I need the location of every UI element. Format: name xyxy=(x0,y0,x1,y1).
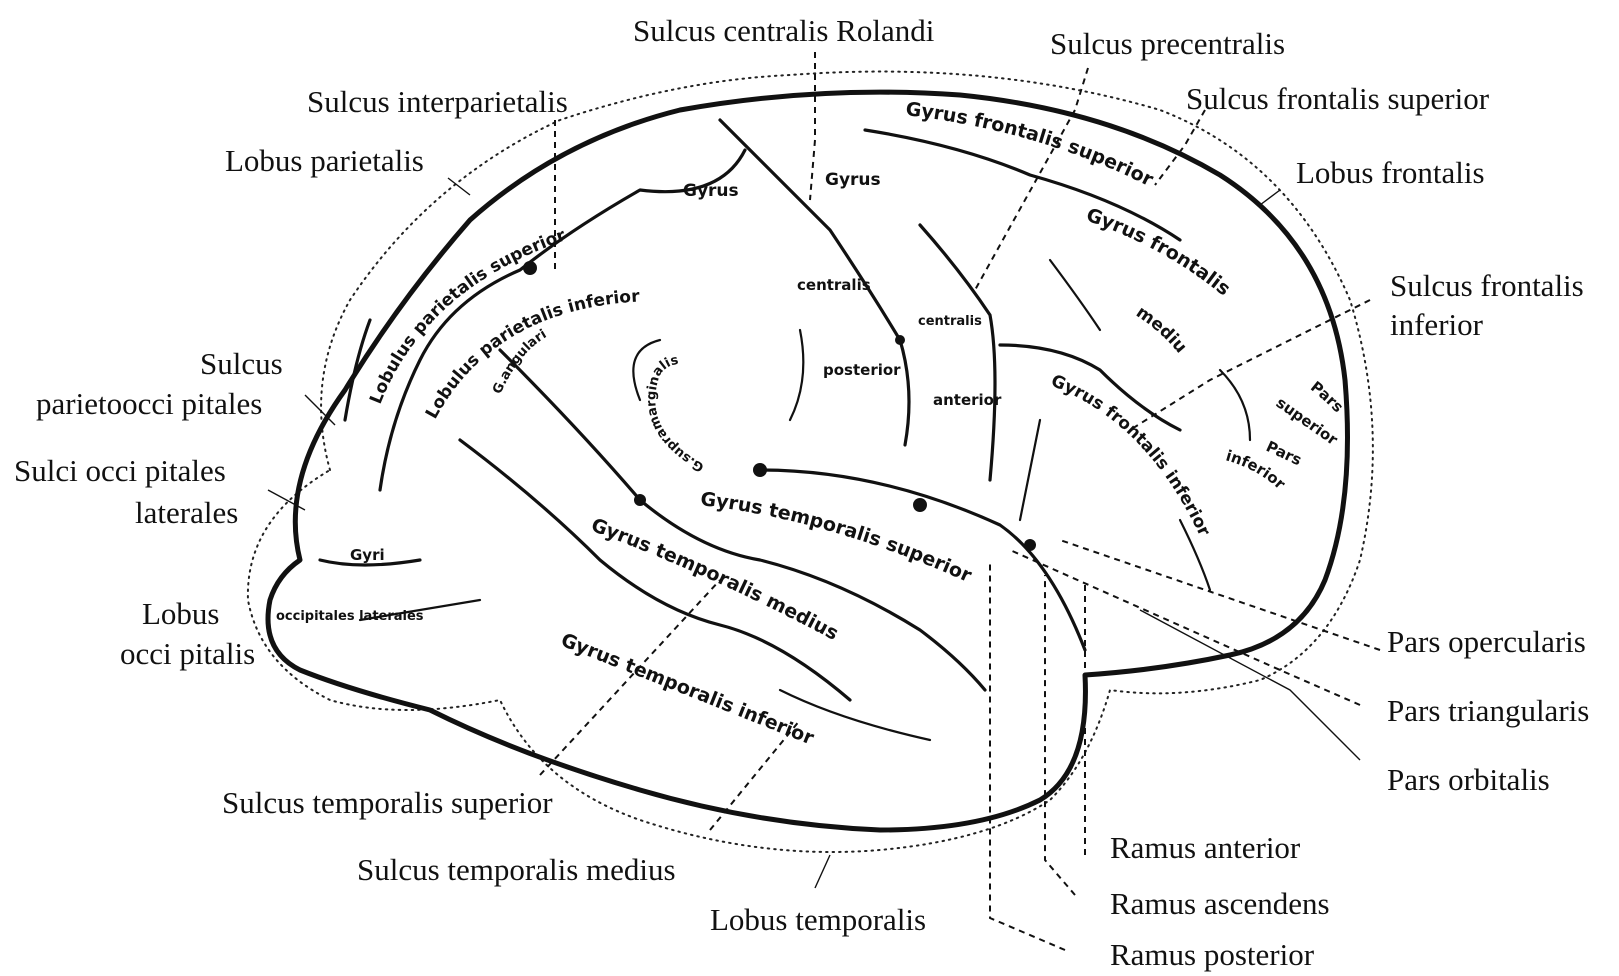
label-lobus-occipitalis-2: occi pitalis xyxy=(120,636,255,671)
gyrus-frontalis-medius-1: Gyrus frontalis xyxy=(1083,204,1234,300)
label-sulcus-centralis-rolandi: Sulcus centralis Rolandi xyxy=(633,13,935,48)
sulcus-frontal-minor-2 xyxy=(1220,370,1250,440)
gyrus-postcentralis-3: posterior xyxy=(823,361,901,379)
leader-ramus-ascendens xyxy=(1045,575,1075,895)
brain-outline xyxy=(268,92,1348,830)
leader-pars-triangularis xyxy=(1010,550,1360,705)
junction xyxy=(1024,539,1036,551)
label-ramus-posterior: Ramus posterior xyxy=(1110,937,1315,972)
pars-superior-1: Pars xyxy=(1307,378,1347,417)
leader-central-sulcus xyxy=(810,52,815,200)
label-pars-opercularis: Pars opercularis xyxy=(1387,624,1586,659)
label-sulcus-frontalis-superior: Sulcus frontalis superior xyxy=(1186,81,1490,116)
gyrus-precentralis-3: anterior xyxy=(933,391,1002,409)
label-sulcus-temporalis-medius: Sulcus temporalis medius xyxy=(357,852,676,887)
gyri-occipitales-2: occipitales laterales xyxy=(276,609,424,624)
leader-ramus-posterior xyxy=(990,560,1065,950)
junction xyxy=(634,494,646,506)
gyri-occipitales-1: Gyri xyxy=(350,546,385,564)
label-sulci-occipitales-1: Sulci occi pitales xyxy=(14,453,226,488)
label-sulcus-interparietalis: Sulcus interparietalis xyxy=(307,84,568,119)
label-sulci-occipitales-2: laterales xyxy=(135,495,238,530)
junction xyxy=(523,261,537,275)
junction xyxy=(913,498,927,512)
label-sulcus-parietooccipitales-2: parietoocci pitales xyxy=(36,386,262,421)
sulcus-precentralis xyxy=(920,225,995,480)
label-lobus-occipitalis-1: Lobus xyxy=(142,596,220,631)
label-lobus-parietalis: Lobus parietalis xyxy=(225,143,424,178)
junction xyxy=(753,463,767,477)
sulcus-postcentral-branch xyxy=(790,330,803,420)
label-pars-triangularis: Pars triangularis xyxy=(1387,693,1589,728)
label-sulcus-parietooccipitales-1: Sulcus xyxy=(200,346,283,381)
label-ramus-anterior: Ramus anterior xyxy=(1110,830,1301,865)
label-sulcus-frontalis-inferior-2: inferior xyxy=(1390,307,1484,342)
label-pars-orbitalis: Pars orbitalis xyxy=(1387,762,1550,797)
label-sulcus-temporalis-superior: Sulcus temporalis superior xyxy=(222,785,553,820)
label-lobus-frontalis: Lobus frontalis xyxy=(1296,155,1485,190)
gyrus-postcentralis-2: centralis xyxy=(797,276,871,294)
sulcus-frontal-minor-3 xyxy=(1020,420,1040,520)
gyrus-angularis: G.angularis xyxy=(0,0,549,396)
outer-labels: Sulcus centralis Rolandi Sulcus precentr… xyxy=(14,13,1589,972)
gyrus-precentralis-2: centralis xyxy=(918,314,982,329)
leader-lobus-frontalis xyxy=(1260,190,1280,205)
leader-lobus-temporalis xyxy=(815,855,830,888)
gyrus-precentralis-1: Gyrus xyxy=(825,170,881,190)
gyrus-postcentralis-1: Gyrus xyxy=(683,181,739,201)
gyrus-supramarginalis: G.supramarginalis xyxy=(644,353,707,475)
label-lobus-temporalis: Lobus temporalis xyxy=(710,902,926,937)
junction xyxy=(895,335,905,345)
gyrus-temporalis-superior: Gyrus temporalis superior xyxy=(699,488,975,587)
label-ramus-ascendens: Ramus ascendens xyxy=(1110,886,1330,921)
label-sulcus-frontalis-inferior-1: Sulcus frontalis xyxy=(1390,268,1584,303)
sulcus-frontal-minor-1 xyxy=(1050,260,1100,330)
label-sulcus-precentralis: Sulcus precentralis xyxy=(1050,26,1285,61)
